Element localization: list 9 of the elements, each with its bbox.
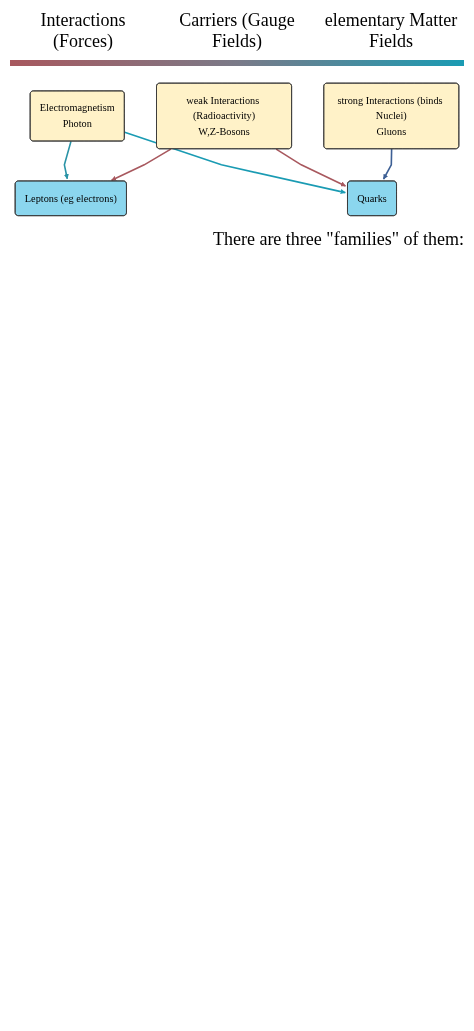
column-heading: Interactions (Forces)	[39, 10, 127, 52]
arrow	[382, 148, 393, 180]
note-text: There are three "families" of them:	[211, 228, 464, 250]
arrow	[63, 140, 72, 180]
column-heading: elementary Matter Fields	[323, 10, 459, 52]
arrow	[110, 148, 172, 181]
arrow	[123, 131, 347, 195]
arrow	[275, 148, 347, 187]
column-heading: Carriers (Gauge Fields)	[178, 10, 296, 52]
